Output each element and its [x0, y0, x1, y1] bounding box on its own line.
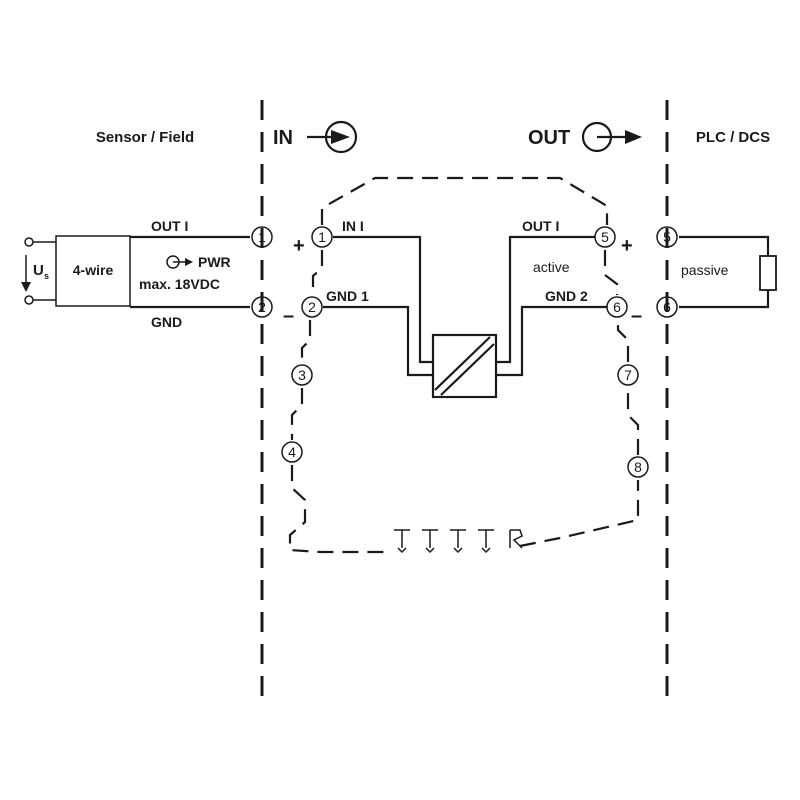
- module-gnd1-label: GND 1: [326, 288, 369, 304]
- terminal-module-5: 5: [594, 226, 616, 248]
- sensor-4wire-label: 4-wire: [73, 262, 114, 278]
- terminal-module-6: 6: [606, 296, 628, 318]
- passive-label: passive: [681, 262, 729, 278]
- svg-text:6: 6: [663, 299, 671, 315]
- svg-text:4: 4: [288, 444, 296, 460]
- sensor-gnd-label: GND: [151, 314, 182, 330]
- terminal-module-1: 1: [311, 226, 333, 248]
- svg-text:6: 6: [613, 299, 621, 315]
- sensor-out-label: OUT I: [151, 218, 188, 234]
- terminal-field-2: 2: [251, 296, 273, 318]
- zone-sensor-field: Sensor / Field: [96, 129, 194, 146]
- plc-load-resistor: [759, 255, 777, 291]
- svg-text:1: 1: [258, 229, 266, 245]
- svg-text:2: 2: [308, 299, 316, 315]
- pwr-arrow-icon: [166, 255, 193, 269]
- output-arrow-icon: [581, 121, 642, 153]
- module-in-label: IN I: [342, 218, 364, 234]
- zone-out: OUT: [528, 127, 570, 149]
- sensor-4wire-box: [55, 235, 131, 307]
- terminal-field-1: 1: [251, 226, 273, 248]
- terminal-module-7: 7: [617, 364, 639, 386]
- zone-in: IN: [273, 127, 293, 149]
- svg-text:5: 5: [601, 229, 609, 245]
- module-out-label: OUT I: [522, 218, 559, 234]
- polarity-minus-left: –: [283, 305, 294, 327]
- us-label: U: [33, 262, 44, 279]
- svg-text:5: 5: [663, 229, 671, 245]
- svg-text:7: 7: [624, 367, 632, 383]
- module-housing: [320, 176, 609, 225]
- terminal-module-4: 4: [281, 441, 303, 463]
- terminal-module-3: 3: [291, 364, 313, 386]
- polarity-plus-left: +: [293, 235, 305, 257]
- svg-text:8: 8: [634, 459, 642, 475]
- supply-us: U s: [21, 237, 56, 305]
- max-voltage-label: max. 18VDC: [139, 276, 220, 292]
- polarity-minus-right: –: [631, 305, 642, 327]
- terminal-module-2: 2: [301, 296, 323, 318]
- active-label: active: [533, 259, 570, 275]
- isolator-block: [431, 333, 498, 399]
- zone-plc-dcs: PLC / DCS: [696, 129, 770, 146]
- terminal-plc-6: 6: [656, 296, 678, 318]
- pwr-label: PWR: [198, 254, 231, 270]
- svg-text:2: 2: [258, 299, 266, 315]
- terminal-plc-5: 5: [656, 226, 678, 248]
- svg-text:3: 3: [298, 367, 306, 383]
- svg-text:1: 1: [318, 229, 326, 245]
- dip-switch-icon: [394, 529, 523, 554]
- module-gnd2-label: GND 2: [545, 288, 588, 304]
- input-arrow-icon: [307, 120, 358, 154]
- polarity-plus-right: +: [621, 235, 633, 257]
- us-subscript: s: [44, 271, 49, 281]
- terminal-module-8: 8: [627, 456, 649, 478]
